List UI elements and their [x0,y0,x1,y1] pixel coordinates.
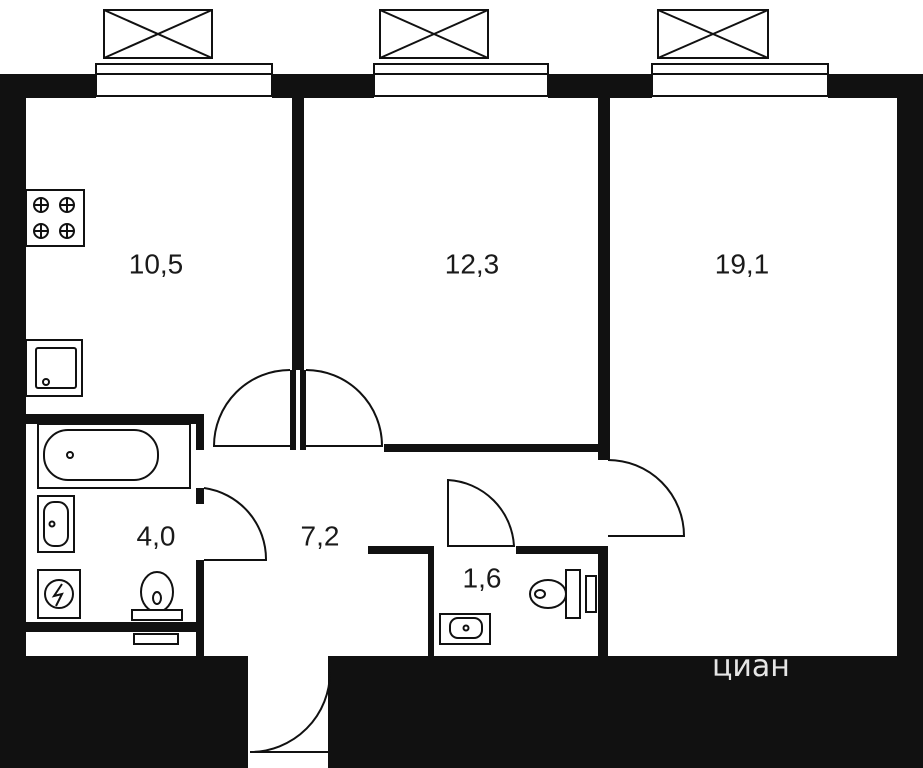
toilet-icon [131,571,183,645]
washbasin-icon [37,495,75,553]
window-icon [95,9,273,75]
room-area-bedroom: 12,3 [445,248,500,279]
door-icon [203,369,686,753]
room-area-kitchen: 10,5 [129,248,184,279]
outer-walls [0,73,923,768]
sink-icon [25,339,83,397]
washing-machine-icon [37,569,81,619]
washbasin-icon [439,613,491,645]
window-icon [651,9,829,75]
room-area-hallway: 7,2 [301,520,340,551]
interior-walls [26,96,610,768]
room-area-living: 19,1 [715,248,770,279]
room-area-bathroom: 4,0 [137,520,176,551]
toilet-icon [529,569,597,619]
room-area-toilet: 1,6 [463,562,502,593]
bathtub-icon [37,423,191,489]
window-icon [373,9,549,75]
stove-icon [25,189,85,247]
watermark: циан [712,649,790,684]
